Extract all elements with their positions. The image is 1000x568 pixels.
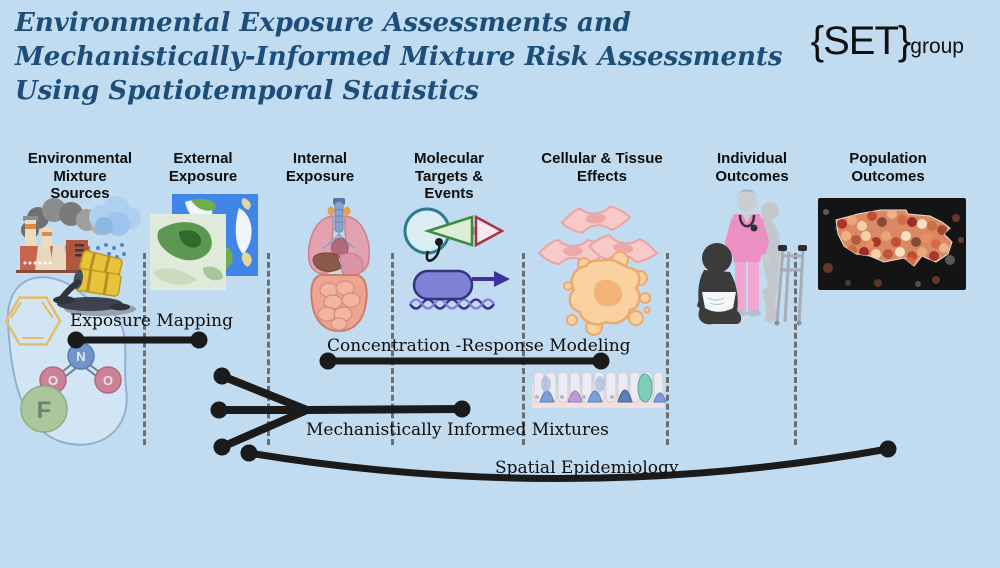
stage-label-internal-exposure: Internal Exposure (285, 150, 355, 185)
logo-set-text: {SET} (810, 19, 912, 63)
stage-divider (794, 253, 797, 445)
spatial-epidemiology-label: Spatial Epidemiology (495, 458, 679, 478)
individual-outcomes-illustration (697, 189, 807, 326)
stage-label-population-outcomes: Population Outcomes (849, 150, 927, 185)
page-title: Environmental Exposure Assessments and M… (15, 8, 783, 106)
stage-label-environmental-mixture-sources: Environmental Mixture Sources (27, 150, 133, 202)
atom-f-label: F (37, 397, 52, 424)
nurse-icon (724, 189, 770, 317)
stage-divider (391, 253, 394, 445)
infant-silhouette-icon (697, 243, 742, 325)
stage-divider (522, 253, 525, 445)
immune-cell-icon (563, 251, 651, 336)
atom-o-label: O (48, 373, 58, 388)
exposure-mapping-label: Exposure Mapping (70, 311, 233, 331)
stage-divider (666, 253, 669, 445)
exposure-surface-map-icon (150, 214, 226, 290)
mechanistic-mixtures-fork (210, 367, 471, 456)
molecule-icon: N O O F (20, 342, 122, 433)
concentration-response-label: Concentration -Response Modeling (327, 336, 631, 356)
set-group-logo: {SET}group (811, 20, 964, 62)
gene-expression-icon (408, 269, 510, 310)
stage-label-cellular-tissue-effects: Cellular & Tissue Effects (541, 150, 663, 185)
stage-label-external-exposure: External Exposure (168, 150, 238, 185)
stage-divider (143, 253, 146, 445)
internal-organs-icon (307, 198, 371, 333)
population-map-image (818, 198, 966, 290)
external-exposure-illustration (150, 194, 258, 290)
molecular-targets-illustration (403, 207, 510, 310)
rain-cloud-icon (89, 196, 141, 259)
us-map-of-faces (835, 209, 953, 267)
environmental-sources-illustration: N O O F (4, 196, 141, 446)
atom-n-label: N (76, 349, 85, 364)
oil-barrels-icon (59, 250, 123, 301)
logo-group-text: group (910, 35, 964, 58)
mechanistically-informed-label: Mechanistically Informed Mixtures (306, 420, 609, 440)
receptor-binding-icon (403, 207, 505, 262)
stage-label-molecular-targets-events: Molecular Targets & Events (413, 150, 485, 202)
cellular-tissue-illustration (532, 204, 667, 408)
epithelium-tissue-icon (532, 371, 667, 408)
walker-icon (774, 245, 807, 326)
diaper (702, 292, 736, 312)
benzene-ring-icon (4, 296, 62, 346)
atom-o-label: O (103, 373, 113, 388)
oil-spill-icon (53, 296, 130, 311)
stage-divider (267, 253, 270, 445)
smoke-clouds-icon (21, 198, 109, 239)
stage-label-individual-outcomes: Individual Outcomes (715, 150, 789, 185)
fibroblast-cells-icon (538, 204, 660, 267)
